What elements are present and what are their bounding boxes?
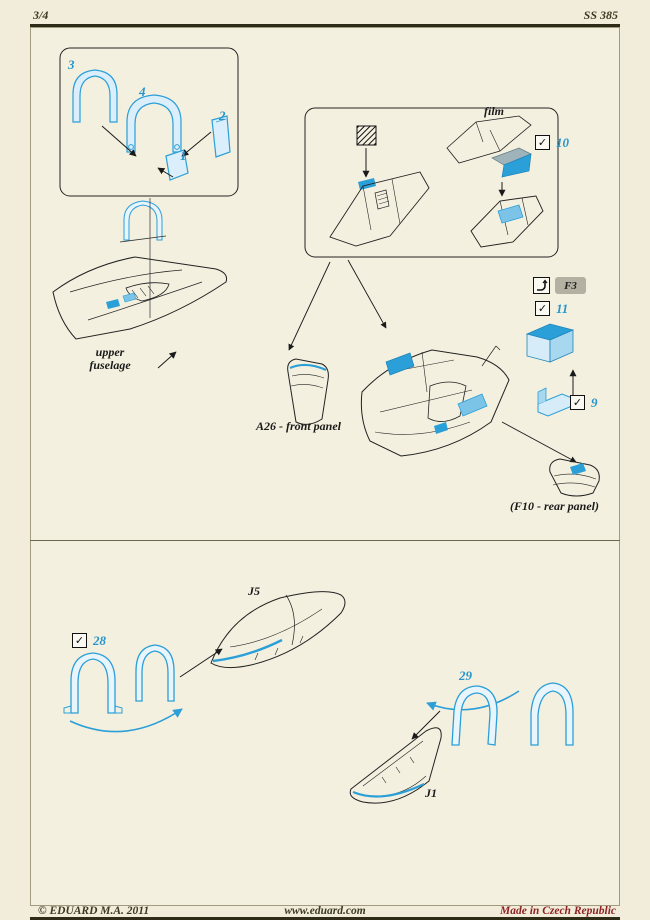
- assembled-frame-drawing: [119, 200, 167, 243]
- front-panel-label: A26 - front panel: [256, 419, 342, 433]
- upper-assembly-drawing: [52, 47, 600, 497]
- step-number-29: 29: [459, 668, 472, 683]
- leader-arrow: [347, 259, 387, 329]
- map-case-part-drawing: [525, 323, 575, 363]
- film-detail-box: [304, 107, 559, 258]
- step-number-10: 10: [556, 135, 569, 150]
- upper-fuselage-label: upper fuselage: [89, 345, 131, 372]
- canopy-j5-label: J5: [248, 584, 260, 598]
- windscreen-j1-label: J1: [425, 786, 437, 800]
- part-3-drawing: [72, 69, 118, 123]
- etched-parts-box: [59, 47, 239, 197]
- leader-arrow: [411, 710, 441, 740]
- footer-rule: [30, 917, 620, 920]
- cockpit-tub-drawing: [360, 345, 510, 457]
- part-2-drawing: [211, 115, 231, 158]
- part-1-drawing: [165, 149, 189, 181]
- cockpit-sidewall-drawing: [329, 171, 430, 247]
- film-label: film: [484, 104, 504, 118]
- windscreen-j1-drawing: [349, 727, 442, 804]
- sheet-code: SS 385: [583, 8, 618, 22]
- film-part-drawing: [446, 115, 532, 178]
- sprue-ref-badge: F3: [555, 277, 586, 294]
- film-symbol-icon: [356, 125, 377, 146]
- website-text: www.eduard.com: [284, 905, 366, 917]
- rear-panel-label: (F10 - rear panel): [510, 499, 599, 513]
- canopy-section-drawing: [63, 591, 574, 804]
- step-number-11: 11: [556, 301, 569, 316]
- bracket-part-drawing: [537, 387, 573, 417]
- canopy-j5-drawing: [210, 591, 346, 669]
- part-number-4: 4: [139, 84, 146, 99]
- page-number: 3/4: [33, 8, 49, 22]
- leader-arrow: [501, 421, 577, 463]
- header-rule: [30, 24, 620, 27]
- assembly-arrow: [157, 167, 174, 178]
- bend-direction-arrow: [426, 690, 520, 711]
- section-divider: [30, 540, 620, 541]
- part-number-1: 1: [180, 148, 187, 163]
- check-box-icon: ✓: [535, 135, 550, 150]
- assembly-arrow: [181, 131, 212, 157]
- bend-direction-arrow: [69, 708, 183, 733]
- part-number-3: 3: [68, 57, 75, 72]
- part-number-2: 2: [219, 108, 226, 123]
- part-4-drawing: [126, 94, 182, 153]
- leader-arrow: [288, 261, 331, 351]
- assembly-arrow: [101, 125, 137, 157]
- instrument-shroud-drawing: [470, 195, 544, 248]
- check-box-icon: ✓: [535, 301, 550, 316]
- content-frame: [30, 27, 620, 906]
- step-number-28: 28: [93, 633, 106, 648]
- bend-symbol-box: [533, 277, 550, 294]
- step-number-9: 9: [591, 395, 598, 410]
- check-box-icon: ✓: [570, 395, 585, 410]
- canopy-frame-parts-left: [63, 644, 175, 714]
- copyright-text: © EDUARD M.A. 2011: [38, 905, 150, 917]
- made-in-text: Made in Czech Republic: [500, 905, 616, 917]
- check-box-icon: ✓: [72, 633, 87, 648]
- upper-fuselage-drawing: [52, 256, 227, 369]
- canopy-frame-parts-right: [451, 682, 574, 746]
- rear-panel-console-drawing: [549, 458, 600, 497]
- front-panel-console-drawing: [287, 358, 329, 425]
- bend-icon: [537, 279, 548, 291]
